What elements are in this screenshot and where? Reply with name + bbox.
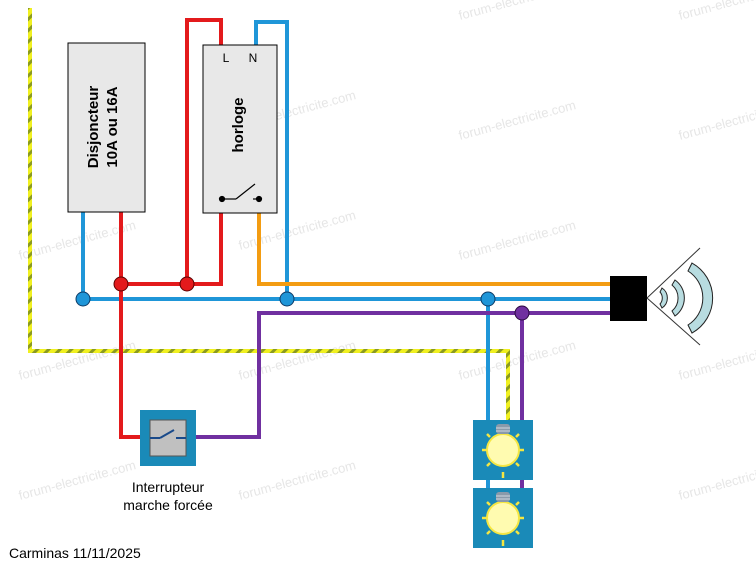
phase-junction bbox=[179, 276, 195, 292]
timer-box: L N horloge bbox=[202, 44, 278, 214]
breaker-label-line1: Disjoncteur bbox=[85, 86, 102, 169]
timer-label: horloge bbox=[230, 98, 247, 153]
terminal-l-label: L bbox=[223, 51, 230, 65]
return-junction bbox=[514, 305, 530, 321]
watermark: forum-electricite.com bbox=[17, 457, 137, 503]
switch-label-line1: Interrupteur bbox=[132, 479, 205, 495]
terminal-n-label: N bbox=[249, 51, 258, 65]
watermark: forum-electricite.com bbox=[677, 457, 756, 503]
switched-wire bbox=[257, 212, 610, 286]
watermark: forum-electricite.com bbox=[457, 97, 577, 143]
watermark: forum-electricite.com bbox=[677, 97, 756, 143]
watermark: forum-electricite.com bbox=[457, 0, 577, 23]
signature: Carminas 11/11/2025 bbox=[9, 545, 141, 561]
watermark: forum-electricite.com bbox=[457, 217, 577, 263]
watermark: forum-electricite.com bbox=[237, 207, 357, 253]
junctions bbox=[75, 276, 530, 321]
light-bulb-icon bbox=[482, 492, 524, 546]
neutral-junction bbox=[279, 291, 295, 307]
breaker-label-line2: 10A ou 16A bbox=[104, 86, 121, 167]
lamp-2 bbox=[473, 488, 533, 548]
watermark: forum-electricite.com bbox=[677, 0, 756, 23]
earth-wire bbox=[28, 8, 510, 422]
light-bulb-icon bbox=[482, 424, 524, 478]
neutral-junction bbox=[480, 291, 496, 307]
timer-contact-icon bbox=[218, 183, 263, 203]
breaker-box: Disjoncteur 10A ou 16A bbox=[67, 42, 146, 213]
return-wires bbox=[186, 311, 610, 490]
watermark: forum-electricite.com bbox=[237, 457, 357, 503]
watermark: forum-electricite.com bbox=[457, 337, 577, 383]
switch-icon bbox=[150, 429, 186, 439]
phase-junction bbox=[113, 276, 129, 292]
switch-label-line2: marche forcée bbox=[123, 497, 213, 513]
motion-sensor-icon bbox=[610, 247, 714, 346]
watermark: forum-electricite.com bbox=[677, 337, 756, 383]
forced-switch[interactable] bbox=[140, 410, 196, 466]
lamp-1 bbox=[473, 420, 533, 480]
watermark: forum-electricite.com bbox=[237, 337, 357, 383]
neutral-junction bbox=[75, 291, 91, 307]
